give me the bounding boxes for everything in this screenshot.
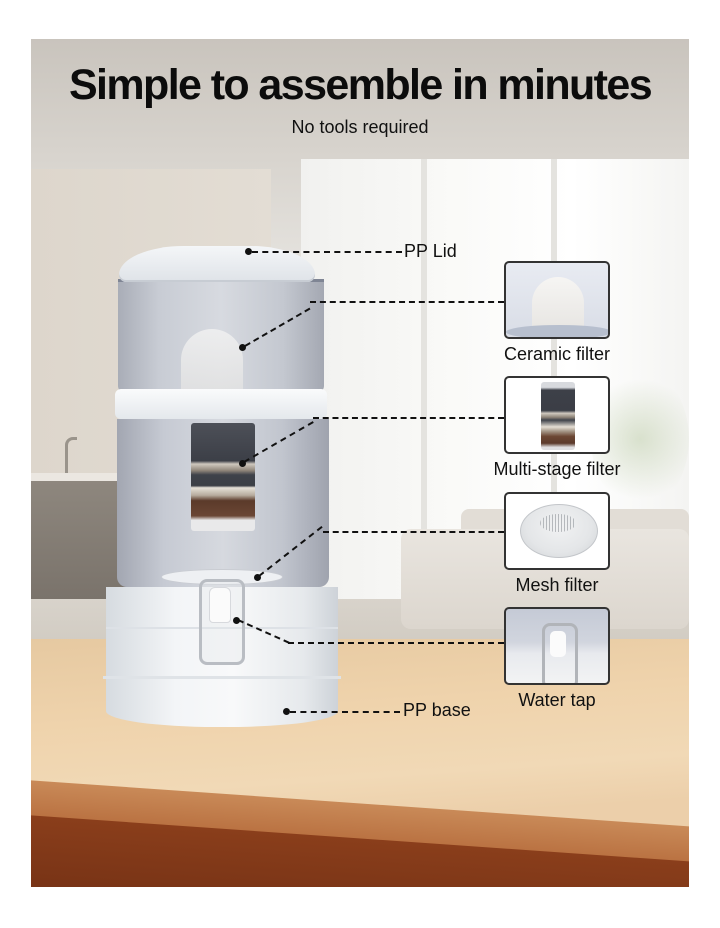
cartridge-icon xyxy=(541,382,575,450)
base-band xyxy=(106,627,338,629)
callout-line xyxy=(313,417,504,419)
callout-dot xyxy=(245,248,252,255)
component-label-multi-stage: Multi-stage filter xyxy=(493,459,621,479)
mesh-grid xyxy=(540,514,576,532)
multi-stage-cartridge xyxy=(191,423,255,531)
multi-stage-filter-image xyxy=(504,376,610,454)
product-infographic: Simple to assemble in minutes No tools r… xyxy=(31,39,689,887)
ceramic-filter-in-tank xyxy=(181,329,243,391)
callout-dot xyxy=(283,708,290,715)
callout-line xyxy=(310,301,504,303)
window-mullion xyxy=(421,159,427,629)
water-tap-icon xyxy=(209,587,231,623)
callout-line xyxy=(252,251,402,253)
callout-dot xyxy=(239,460,246,467)
callout-line xyxy=(288,642,504,644)
background-faucet-icon xyxy=(65,437,77,476)
component-label-ceramic: Ceramic filter xyxy=(503,344,610,364)
background-kitchen-counter xyxy=(31,473,161,481)
tap-valve-icon xyxy=(550,631,566,657)
callout-line xyxy=(290,711,400,713)
callout-dot xyxy=(233,617,240,624)
ceramic-filter-image xyxy=(504,261,610,339)
tap-guard-icon xyxy=(542,623,578,683)
component-label-water-tap: Water tap xyxy=(518,690,596,710)
component-label-mesh: Mesh filter xyxy=(515,575,599,595)
mesh-filter-in-tank xyxy=(161,569,283,585)
page-title: Simple to assemble in minutes xyxy=(68,61,653,109)
tank-ring xyxy=(115,389,327,419)
callout-pp-lid: PP Lid xyxy=(404,241,457,261)
page-subtitle: No tools required xyxy=(291,117,429,137)
callout-pp-base: PP base xyxy=(403,700,471,720)
mesh-filter-image xyxy=(504,492,610,570)
water-tap-image xyxy=(504,607,610,685)
callout-dot xyxy=(254,574,261,581)
ceramic-plate xyxy=(506,325,608,337)
callout-line xyxy=(323,531,504,533)
base-band xyxy=(103,676,341,679)
callout-dot xyxy=(239,344,246,351)
